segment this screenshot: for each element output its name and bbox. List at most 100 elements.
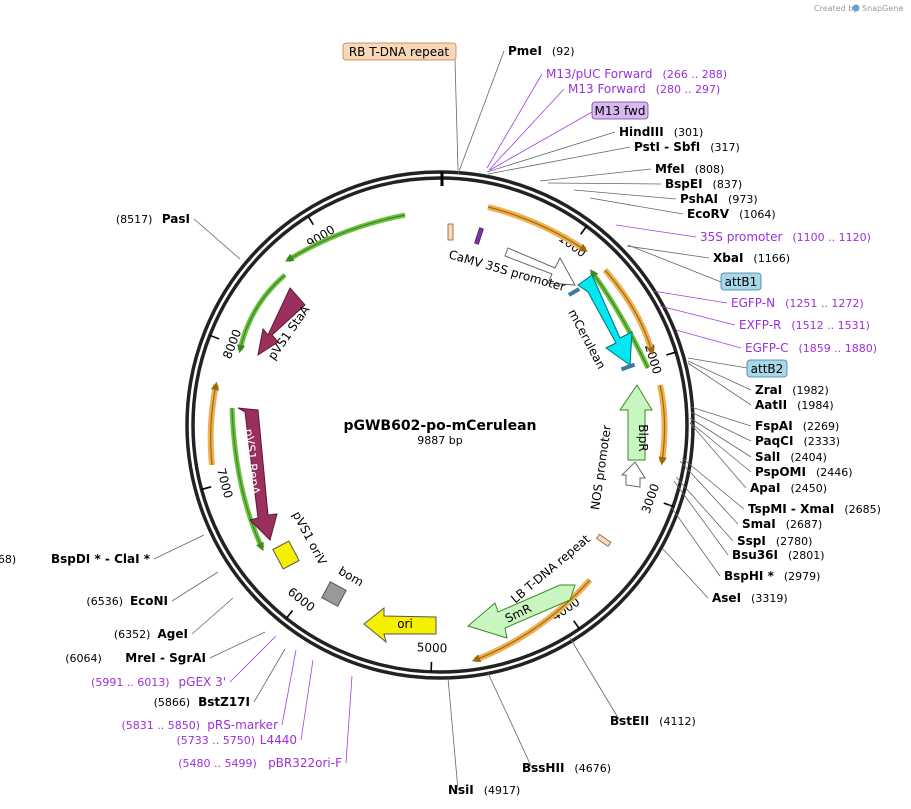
primer-position: (5733 .. 5750) <box>176 734 255 747</box>
primer-position: (5480 .. 5499) <box>178 757 257 770</box>
site-name: NsiI <box>448 783 474 797</box>
backbone-inner <box>191 176 689 674</box>
site-position: (2801) <box>788 549 825 562</box>
site-position: (4917) <box>484 784 521 797</box>
leader-line <box>687 362 752 406</box>
site-name: AseI <box>712 591 741 605</box>
site-name: BstEII <box>610 714 649 728</box>
feature-label-blpr: BlpR <box>636 424 650 452</box>
site-name: TspMI - XmaI <box>748 502 834 516</box>
leader-line <box>281 649 297 726</box>
orf-arcs <box>207 204 668 663</box>
site-name: ZraI <box>755 383 782 397</box>
orf-arrow-left-orange <box>210 381 220 466</box>
leader-line <box>547 182 662 185</box>
feature-attb1-marker <box>567 287 581 297</box>
site-label: pGEX 3' <box>179 675 226 689</box>
site-label: BspEI(837) <box>665 177 742 191</box>
leader-line <box>454 59 459 171</box>
site-label: PaqCI (2333) <box>755 434 840 448</box>
site-name: FspAI <box>755 419 793 433</box>
site-position: (1064) <box>739 208 776 221</box>
site-label: ZraI (1982) <box>755 383 829 397</box>
site-label: PspOMI(2446) <box>755 465 853 479</box>
site-label: FspAI(2269) <box>755 419 839 433</box>
site-label: EGFP-C(1859 .. 1880) <box>745 341 877 355</box>
site-position: (301) <box>674 126 704 139</box>
leader-line <box>615 224 697 238</box>
site-position: (8517) <box>116 213 153 226</box>
site-label: AgeI <box>158 627 188 641</box>
site-label: XbaI (1166) <box>713 251 790 265</box>
m13-fwd-box <box>591 101 649 120</box>
site-label: SspI(2780) <box>737 534 812 548</box>
site-position: (1982) <box>792 384 829 397</box>
site-name: PmeI <box>508 44 542 58</box>
leader-line <box>659 305 736 326</box>
site-position: (973) <box>728 193 758 206</box>
rb-tdna-label: RB T-DNA repeat <box>349 45 450 59</box>
credit: Created by SnapGene <box>814 4 903 13</box>
leader-line <box>687 357 748 369</box>
site-label: BspHI *(2979) <box>724 569 820 583</box>
site-label: EGFP-N(1251 .. 1272) <box>731 296 864 310</box>
site-position: (266 .. 288) <box>663 68 728 81</box>
site-label: AseI (3319) <box>712 591 788 605</box>
leader-line <box>652 290 728 304</box>
attb2-label: attB2 <box>751 362 784 376</box>
site-position: (3319) <box>751 592 788 605</box>
tick-mark <box>209 334 220 340</box>
leader-line <box>487 146 631 175</box>
feature-blpr-arrow <box>619 384 653 461</box>
site-name: Bsu36I <box>732 548 778 562</box>
orf-arrow-lower-left <box>231 407 264 552</box>
credit-created-by: Created by <box>814 4 858 13</box>
site-label: EcoRV(1064) <box>687 207 776 221</box>
site-position: (837) <box>713 178 743 191</box>
tick-mark <box>201 486 212 491</box>
plasmid-length: 9887 bp <box>417 434 462 447</box>
orf-arrow-bottom <box>471 579 591 663</box>
orf-arrow-green-right <box>590 269 649 369</box>
site-name: XbaI <box>713 251 743 265</box>
site-name: EGFP-N <box>731 296 775 310</box>
site-name: PaqCI <box>755 434 793 448</box>
primer-position: (5991 .. 6013) <box>91 676 170 689</box>
site-name: SspI <box>737 534 766 548</box>
site-position: (280 .. 297) <box>656 83 721 96</box>
feature-m13-marker <box>474 227 484 245</box>
site-name: BstZ17I <box>198 695 250 709</box>
leader-line <box>191 597 234 635</box>
site-name: ApaI <box>750 481 780 495</box>
tick-label: 6000 <box>285 585 318 615</box>
leader-line <box>626 245 710 259</box>
site-position: (2687) <box>786 518 823 531</box>
site-name: BspHI * <box>724 569 775 583</box>
leader-line <box>569 637 621 722</box>
site-position: (4676) <box>574 762 611 775</box>
leader-line <box>681 457 745 510</box>
site-name: HindIII <box>619 125 664 139</box>
site-position: (1166) <box>753 252 790 265</box>
site-labels: PmeI(92)HindIII(301)PstI - SbfI(317)MfeI… <box>0 44 881 797</box>
leader-lines <box>153 50 752 791</box>
orf-arrow-top <box>487 206 588 252</box>
feature-lb-tdna-marker <box>595 533 612 548</box>
leader-line <box>345 675 353 764</box>
site-name: MfeI <box>655 162 685 176</box>
site-label: PasI <box>162 212 190 226</box>
site-name: pRS-marker <box>207 718 278 732</box>
tick-mark <box>285 610 294 619</box>
leader-line <box>690 406 752 427</box>
site-name: SalI <box>755 450 780 464</box>
site-name: BssHII <box>522 761 564 775</box>
leader-line <box>589 197 684 215</box>
site-position: (1984) <box>797 399 834 412</box>
site-label: HindIII (301) <box>619 125 703 139</box>
site-label: pBR322ori-F <box>268 756 342 770</box>
site-position: (2404) <box>790 451 827 464</box>
site-position: (2333) <box>803 435 840 448</box>
site-label: BspDI * - ClaI * <box>51 552 151 566</box>
site-label: Bsu36I (2801) <box>732 548 825 562</box>
feature-rb-tdna-marker <box>447 223 454 241</box>
